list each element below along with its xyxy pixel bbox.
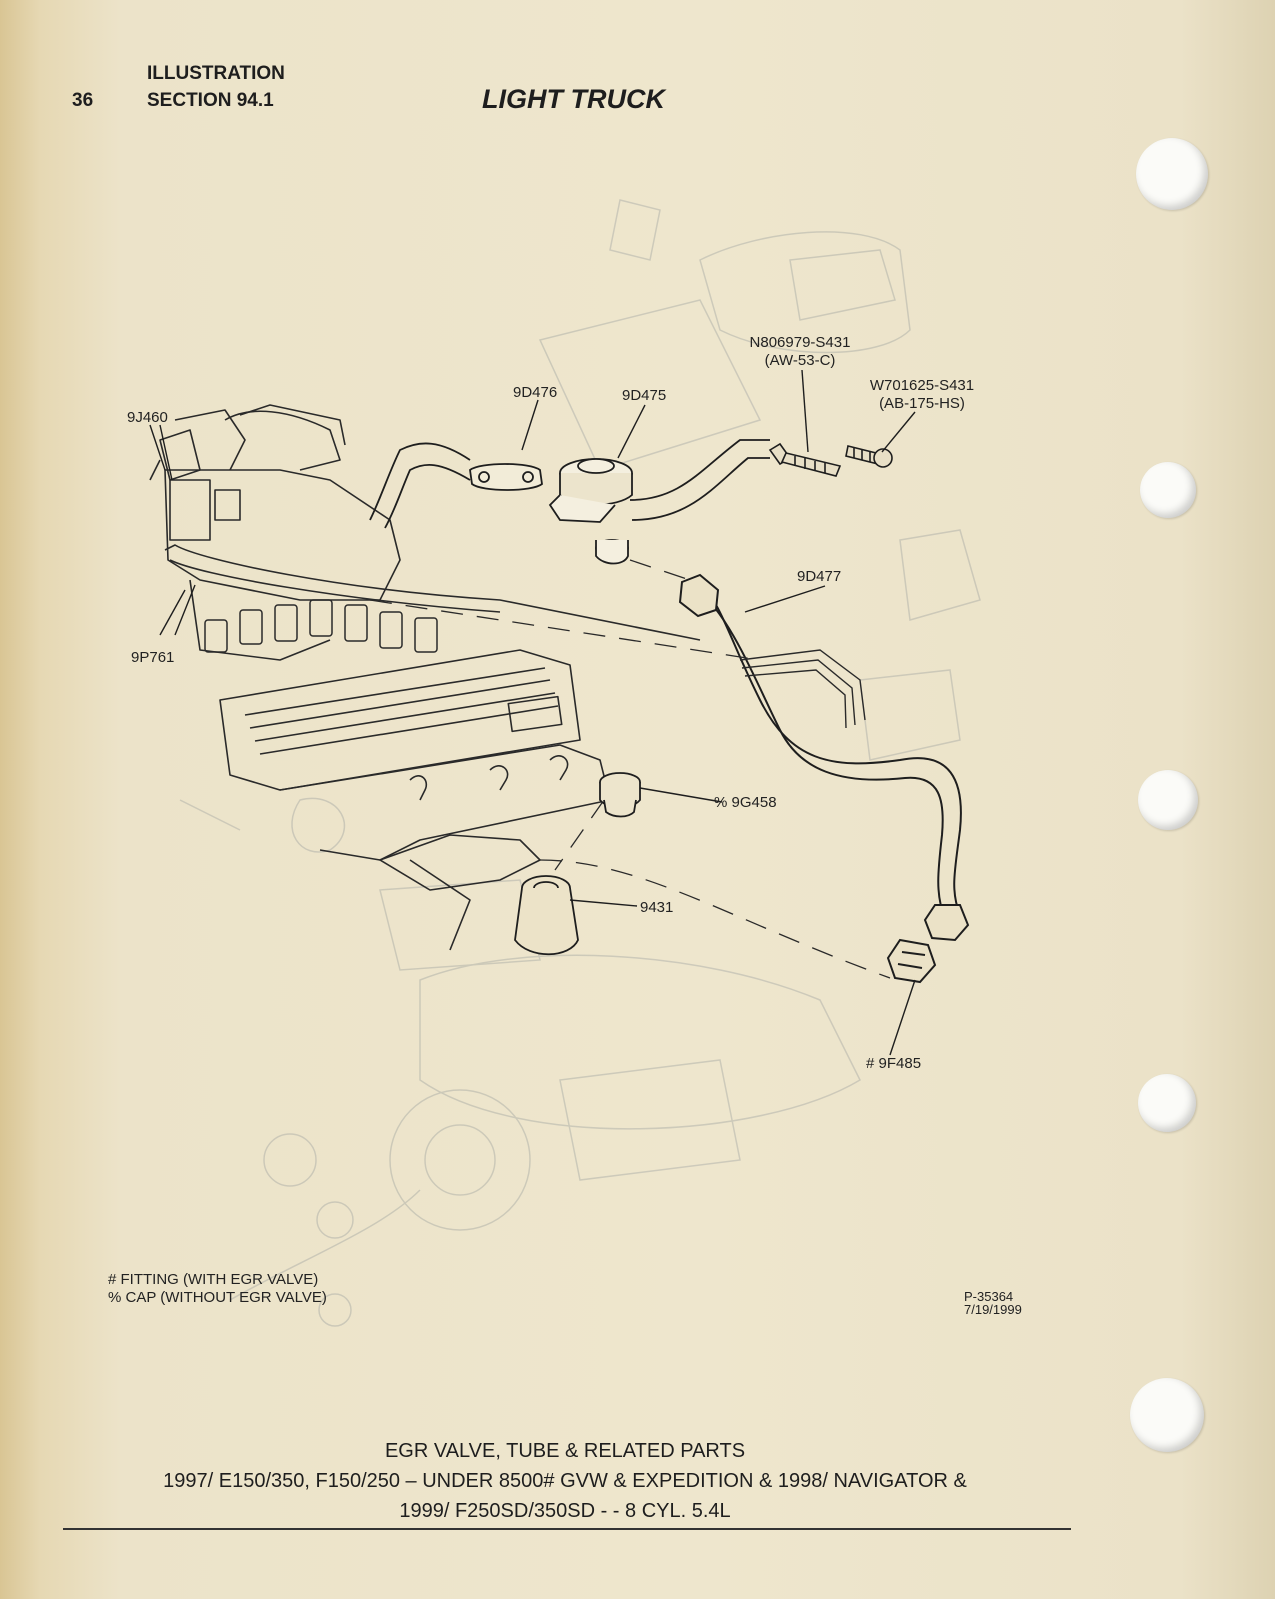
egr-valve <box>548 458 633 565</box>
drawing-date: 7/19/1999 <box>964 1302 1022 1317</box>
label-bolt-n806979: N806979-S431 (AW-53-C) <box>745 334 855 370</box>
binder-hole-5 <box>1130 1378 1204 1452</box>
figure-caption: EGR VALVE, TUBE & RELATED PARTS 1997/ E1… <box>60 1436 1070 1526</box>
stud-w701625 <box>845 445 893 468</box>
egr-gasket <box>469 463 543 491</box>
label-9g458: % 9G458 <box>714 794 777 811</box>
legend-fitting-note: # FITTING (WITH EGR VALVE) <box>108 1271 319 1288</box>
binder-hole-4 <box>1138 1074 1196 1132</box>
label-9d476: 9D476 <box>513 384 558 401</box>
drawing-number: P-35364 <box>964 1289 1014 1304</box>
label-9p761: 9P761 <box>131 649 175 666</box>
caption-line-3: 1999/ F250SD/350SD - - 8 CYL. 5.4L <box>399 1500 731 1522</box>
header-section: SECTION 94.1 <box>147 90 274 111</box>
legend: # FITTING (WITH EGR VALVE) % CAP (WITHOU… <box>108 1271 327 1307</box>
label-9431: 9431 <box>640 899 674 916</box>
callout-leaders <box>149 369 916 1056</box>
engine-assembly <box>149 404 701 951</box>
assembly-dash-lines <box>369 559 891 979</box>
caption-line-1: EGR VALVE, TUBE & RELATED PARTS <box>384 1440 746 1462</box>
fitting-9431 <box>514 875 579 956</box>
caption-line-2: 1997/ E150/350, F150/250 – UNDER 8500# G… <box>163 1470 967 1492</box>
header-category: ILLUSTRATION <box>147 63 285 84</box>
label-9j460: 9J460 <box>127 409 168 426</box>
fuel-lines <box>739 649 866 729</box>
label-9d477: 9D477 <box>797 568 842 585</box>
binder-hole-2 <box>1140 462 1196 518</box>
bolt-part-number: N806979-S431 <box>749 334 851 351</box>
legend-cap-note: % CAP (WITHOUT EGR VALVE) <box>108 1289 327 1306</box>
page-number: 36 <box>72 90 94 111</box>
bolt-n806979 <box>768 442 842 477</box>
bolt-spec-code: (AW-53-C) <box>764 352 836 369</box>
label-stud-w701625: W701625-S431 (AB-175-HS) <box>862 377 982 413</box>
binder-hole-1 <box>1136 138 1208 210</box>
egr-tube-9d477 <box>678 573 970 984</box>
page-title: LIGHT TRUCK <box>482 84 665 114</box>
egr-inlet-tube <box>369 439 770 529</box>
label-9d475: 9D475 <box>622 387 667 404</box>
label-9f485: # 9F485 <box>866 1055 922 1072</box>
drawing-reference: P-35364 7/19/1999 <box>964 1290 1022 1316</box>
footer-rule <box>63 1528 1071 1530</box>
cap-9g458 <box>599 772 641 818</box>
stud-part-number: W701625-S431 <box>869 377 975 394</box>
stud-spec-code: (AB-175-HS) <box>879 395 965 412</box>
binder-hole-3 <box>1138 770 1198 830</box>
